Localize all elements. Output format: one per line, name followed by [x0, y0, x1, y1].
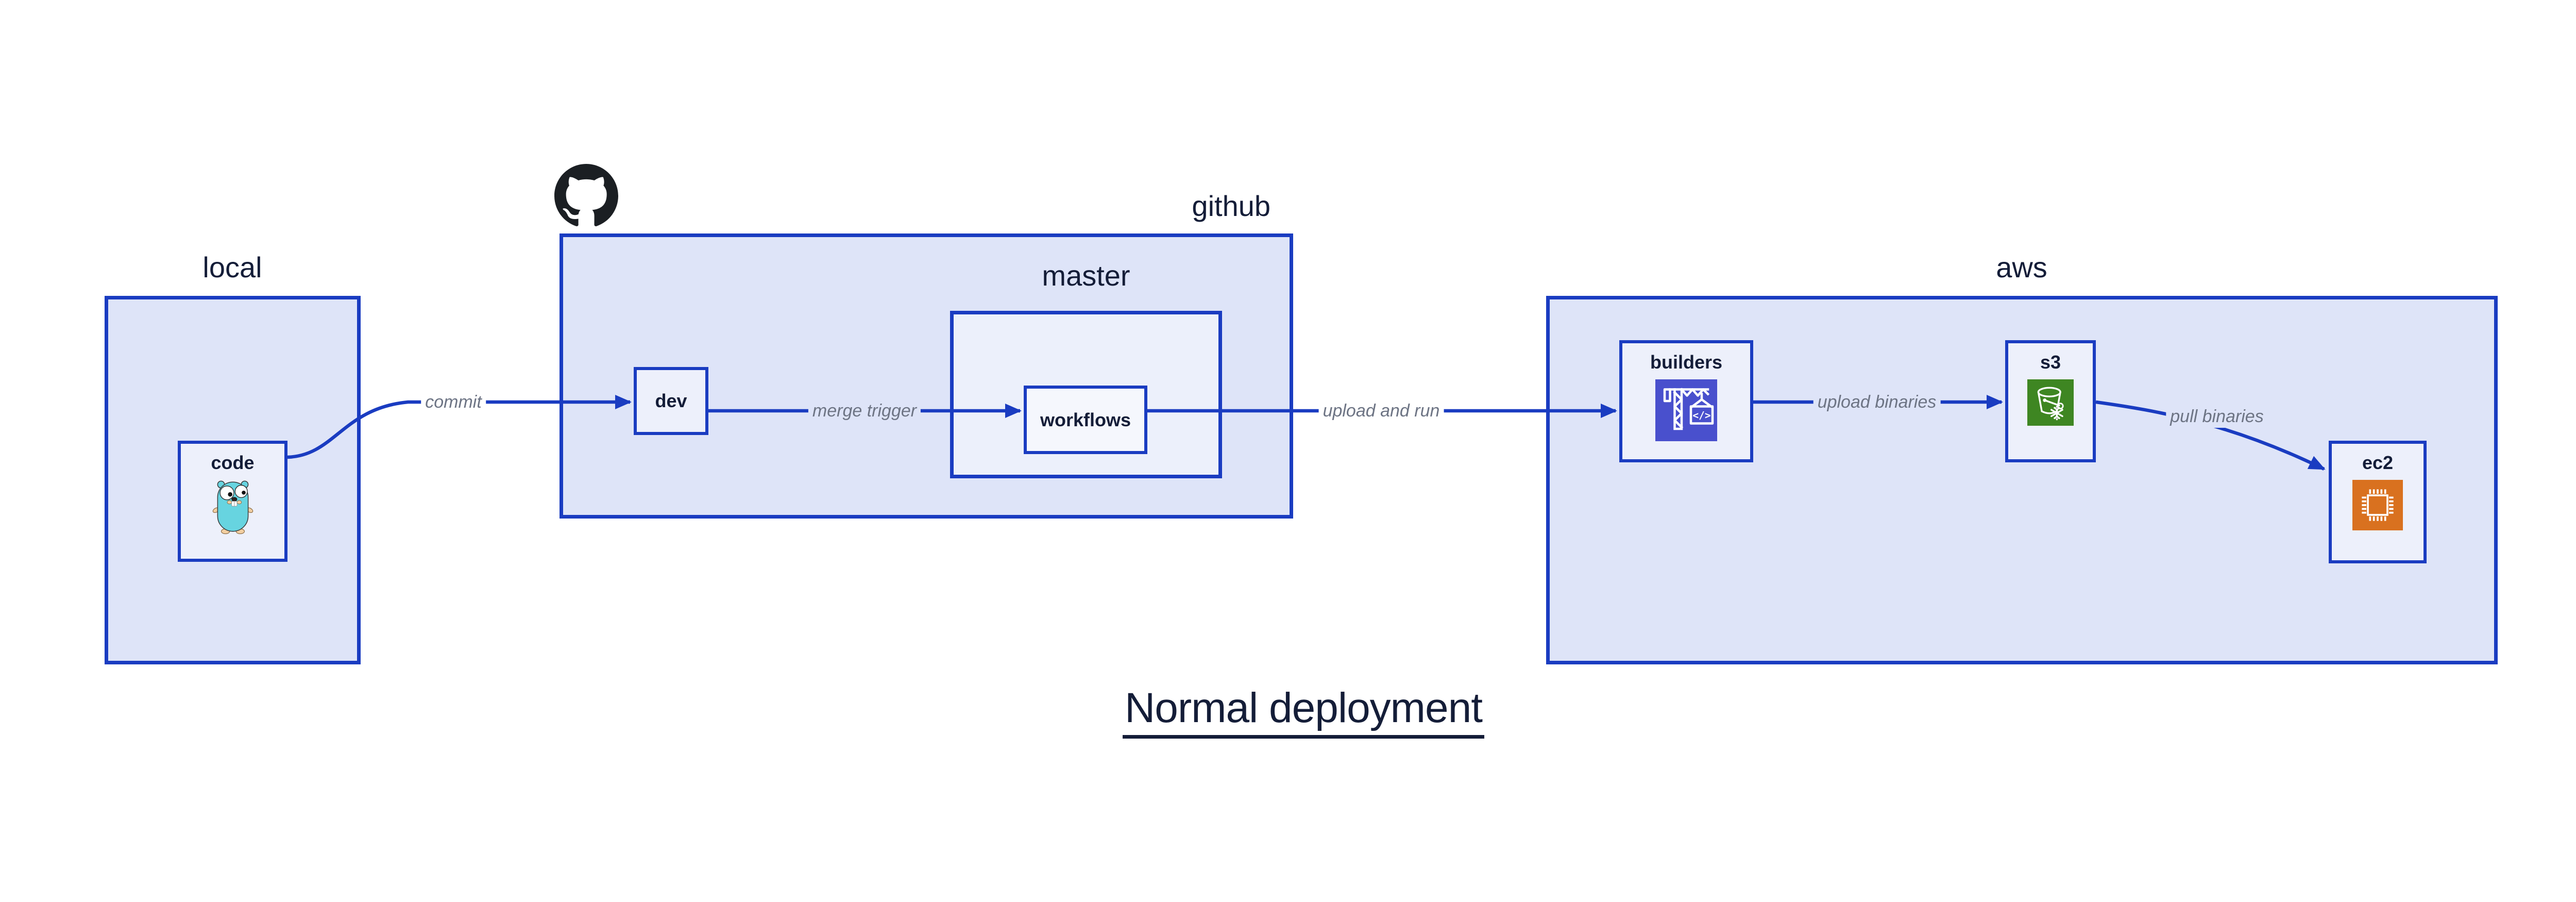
aws-codebuild-crane-icon: </>: [1655, 379, 1717, 441]
aws-ec2-chip-icon: [2352, 480, 2403, 530]
edge-label-upload-binaries: upload binaries: [1813, 391, 1941, 413]
master-label: master: [1042, 259, 1130, 292]
codebuild-icon-code-glyph: </>: [1692, 410, 1710, 422]
code-node-label: code: [211, 452, 255, 473]
builders-node: builders </>: [1619, 340, 1753, 462]
github-label: github: [1192, 190, 1270, 222]
edge-label-pull-binaries: pull binaries: [2166, 405, 2268, 428]
ec2-node: ec2: [2329, 441, 2427, 563]
aws-label: aws: [1996, 251, 2047, 283]
edge-label-commit: commit: [421, 391, 486, 413]
dev-branch-node: dev: [634, 367, 708, 435]
s3-node: s3: [2005, 340, 2096, 462]
edge-label-merge-trigger: merge trigger: [808, 399, 921, 422]
s3-node-label: s3: [2040, 352, 2061, 373]
dev-node-label: dev: [655, 390, 687, 411]
diagram-title: Normal deployment: [1123, 684, 1484, 739]
builders-node-label: builders: [1650, 352, 1723, 373]
local-label: local: [202, 251, 262, 283]
code-node: code: [178, 441, 287, 562]
github-octocat-icon: [554, 164, 618, 228]
aws-s3-glacier-bucket-icon: [2027, 379, 2074, 426]
ec2-node-label: ec2: [2362, 452, 2394, 473]
go-gopher-icon: [211, 480, 255, 534]
workflows-node-label: workflows: [1040, 409, 1131, 430]
edge-label-upload-and-run: upload and run: [1318, 399, 1444, 422]
workflows-node: workflows: [1024, 386, 1147, 454]
